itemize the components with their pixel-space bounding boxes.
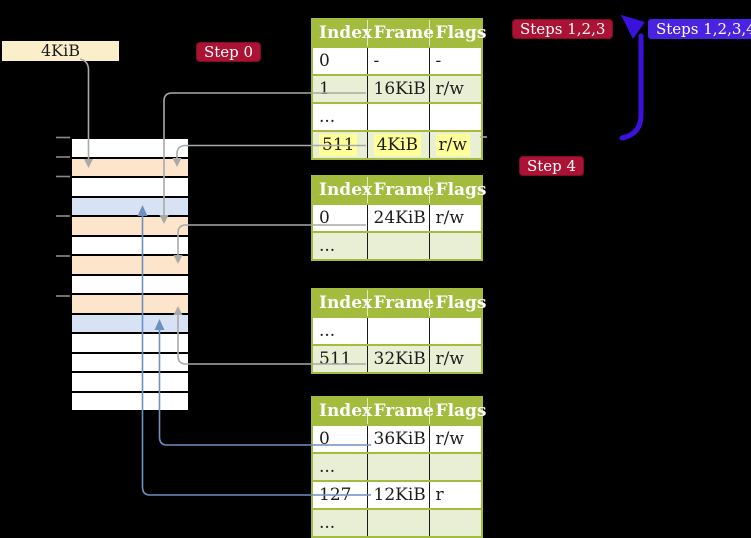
memory-frame-cell-peach <box>72 158 188 178</box>
table-cell: 0 <box>312 424 368 453</box>
table-cell: r/w <box>429 344 482 373</box>
table-cell: ... <box>312 316 368 345</box>
column-header-index: Index <box>312 289 372 317</box>
table-cell: 0 <box>312 203 368 232</box>
table-cell: 511 <box>312 130 368 159</box>
step0-badge: Step 0 <box>196 42 262 62</box>
table-cell <box>429 102 482 131</box>
highlighted-value: r/w <box>435 134 470 156</box>
table-cell: - <box>429 46 482 75</box>
table-cell: r/w <box>429 203 482 232</box>
table-cell <box>367 231 430 260</box>
steps1234-badge: Steps 1,2,3,4 <box>648 19 751 39</box>
table-cell <box>429 231 482 260</box>
memory-frame-cell-white <box>72 236 188 256</box>
table-row: ... <box>312 316 482 345</box>
memory-frame-cell-white <box>72 178 188 198</box>
column-header-frame: Frame <box>367 289 434 317</box>
loop-back-arrow <box>619 15 645 141</box>
table-cell: r/w <box>429 74 482 103</box>
column-header-flags: Flags <box>429 19 487 47</box>
table-cell <box>367 316 430 345</box>
table-cell: r/w <box>429 130 482 159</box>
table-cell: 12KiB <box>367 480 430 509</box>
table-cell: - <box>367 46 430 75</box>
memory-frame-cell-peach <box>72 256 188 276</box>
table-row: ... <box>312 102 482 131</box>
memory-frame-cell-peach <box>72 217 188 237</box>
table-cell: 1 <box>312 74 368 103</box>
table-row: 511 4KiB r/w <box>312 130 482 159</box>
table-row: ... <box>312 452 482 481</box>
column-header-flags: Flags <box>429 289 487 317</box>
table-cell: 4KiB <box>367 130 430 159</box>
memory-frame-cell-white <box>72 353 188 373</box>
table-cell: 24KiB <box>367 203 430 232</box>
table-cell: 127 <box>312 480 368 509</box>
highlighted-value: 4KiB <box>373 134 421 156</box>
table-cell: ... <box>312 508 368 537</box>
table-cell: ... <box>312 231 368 260</box>
memory-frame-cell-white <box>72 139 188 159</box>
table-cell: 16KiB <box>367 74 430 103</box>
table-cell: r/w <box>429 424 482 453</box>
column-header-frame: Frame <box>367 397 434 425</box>
memory-frame-cell-peach <box>72 295 188 315</box>
column-header-index: Index <box>312 397 372 425</box>
table-cell: 511 <box>312 344 368 373</box>
physical-memory-column <box>70 137 190 412</box>
column-header-frame: Frame <box>367 176 434 204</box>
memory-frame-cell-blue <box>72 314 188 334</box>
table-cell <box>367 452 430 481</box>
column-header-flags: Flags <box>429 176 487 204</box>
column-header-index: Index <box>312 176 372 204</box>
memory-tick-marks <box>56 136 70 297</box>
table-cell <box>429 508 482 537</box>
table-cell: 36KiB <box>367 424 430 453</box>
table-row: 0-- <box>312 46 482 75</box>
memory-frame-cell-white <box>72 373 188 393</box>
table-cell: 32KiB <box>367 344 430 373</box>
table-row: ... <box>312 231 482 260</box>
memory-frame-cell-white <box>72 392 188 410</box>
table-cell <box>429 452 482 481</box>
table-cell: r <box>429 480 482 509</box>
table-row: ... <box>312 508 482 537</box>
step4-badge: Step 4 <box>519 156 585 176</box>
memory-frame-cell-white <box>72 275 188 295</box>
column-header-index: Index <box>312 19 372 47</box>
memory-frame-cell-blue <box>72 197 188 217</box>
table-cell: 0 <box>312 46 368 75</box>
column-header-frame: Frame <box>367 19 434 47</box>
column-header-flags: Flags <box>429 397 487 425</box>
table-cell <box>367 508 430 537</box>
table-cell <box>367 102 430 131</box>
memory-frame-cell-white <box>72 334 188 354</box>
table-cell: ... <box>312 452 368 481</box>
frame-size-label: 4KiB <box>2 41 119 61</box>
table-cell: ... <box>312 102 368 131</box>
highlighted-value: 511 <box>319 134 358 156</box>
table-cell <box>429 316 482 345</box>
steps123-badge: Steps 1,2,3 <box>512 19 614 39</box>
